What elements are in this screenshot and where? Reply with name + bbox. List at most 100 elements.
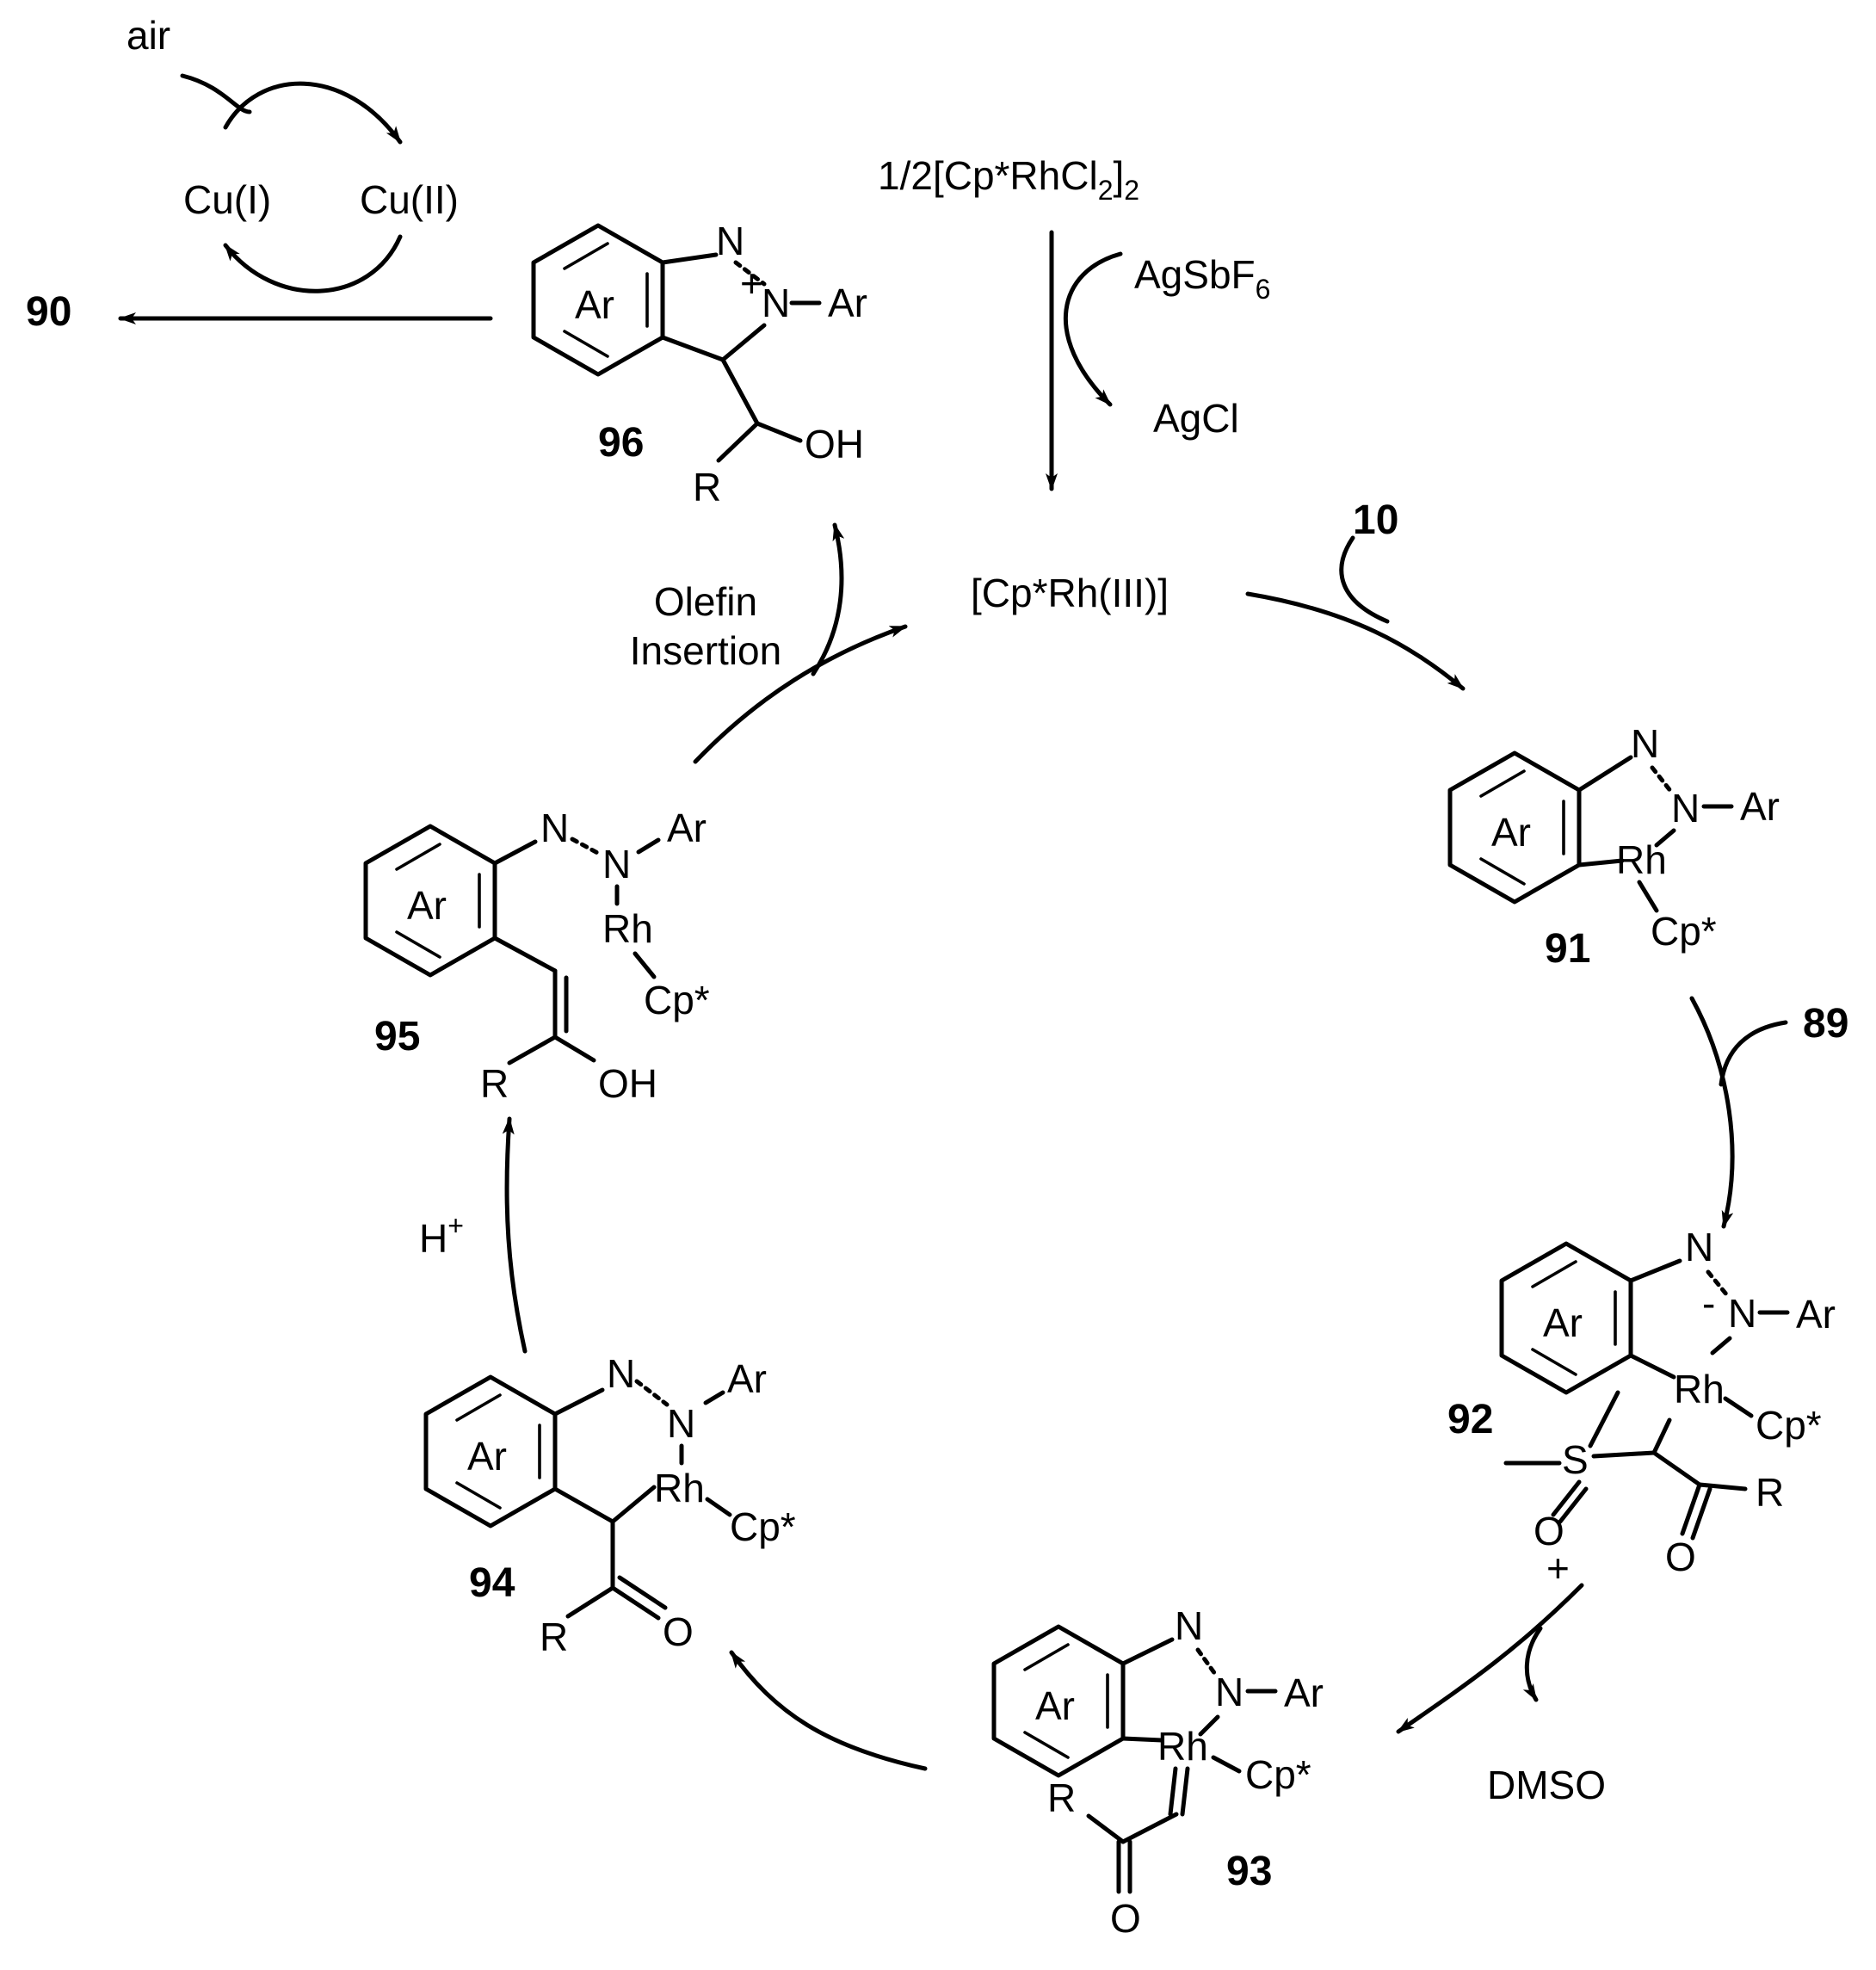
cp-ligand-94: Cp* [730,1504,796,1549]
ring-label-93: Ar [1035,1683,1075,1728]
bond-s-c [1591,1450,1657,1459]
arrow-catalyst-to-91 [1245,591,1466,691]
arrow-olefin-insertion [811,522,845,676]
cu2-label: Cu(II) [360,177,459,222]
cu-oxidation-arrow [223,81,403,145]
bond-c-rh [1120,1736,1164,1743]
aromatic-bond [395,843,441,871]
n-atom-96a: N [716,219,744,263]
r-label-96: R [693,465,721,509]
n-atom-96b: N [762,281,790,325]
n-atom-92a: N [1685,1225,1713,1269]
compound-95-label: 95 [374,1014,420,1059]
ring-label-95: Ar [407,883,447,928]
bond-c-n [1577,755,1633,793]
arrow-93-to-94 [729,1650,928,1771]
bond-n-n [1650,765,1674,794]
n-atom-91a: N [1631,721,1659,766]
compound-91-label: 91 [1545,926,1590,972]
reactant-10-label: 10 [1353,497,1398,543]
bond-co-r [565,1585,615,1619]
compound-93-label: 93 [1226,1849,1272,1894]
rh-atom-92: Rh [1674,1367,1725,1411]
ar-substituent-96: Ar [828,281,867,325]
aromatic-bond [1479,769,1526,798]
bond-n-rh [1654,828,1676,848]
ar-substituent-92: Ar [1796,1292,1836,1337]
n-atom-93b: N [1215,1670,1243,1714]
silver-exchange-arrow [1063,251,1123,407]
arrow-91-to-92 [1689,996,1735,1229]
bond-s-o [1551,1479,1582,1517]
bond-ch-rh [610,1485,657,1524]
bond-ring-ch [552,1486,615,1524]
bond-c-n [552,1387,605,1417]
arrow-94-to-95 [502,1116,528,1354]
arrow-95-to-catalyst [693,624,908,764]
cp-ligand-93: Cp* [1245,1752,1311,1797]
o-atom-sulfoxide: O [1534,1509,1564,1553]
bond-n-n [1195,1647,1218,1677]
compound-93: Ar N N Ar Rh Cp* R O 93 [991,1603,1324,1941]
bond-n-n [634,1379,670,1407]
bond-n-rh [1710,1336,1732,1356]
copper-reoxidation-cycle: air Cu(I) Cu(II) [127,13,459,293]
bond-s-o-double [1558,1486,1589,1524]
rh-atom-93: Rh [1157,1724,1208,1769]
aromatic-bond [395,930,441,959]
rh-atom-91: Rh [1616,837,1667,882]
ring-label-92: Ar [1543,1300,1583,1345]
bond-c-o [610,1585,661,1621]
active-catalyst-label: [Cp*Rh(III)] [971,571,1169,615]
air-label: air [127,13,170,58]
compound-94-label: 94 [469,1560,515,1606]
agcl-label: AgCl [1153,396,1239,441]
aromatic-bond [1479,857,1526,886]
bond-s-me-top [1588,1390,1620,1448]
arrow-reactant-89 [1719,1020,1788,1087]
bond-c-o-double [617,1575,668,1610]
cp-ligand-92: Cp* [1756,1403,1822,1448]
cu1-label: Cu(I) [183,177,271,222]
precursor-label: 1/2[Cp*RhCl2]2 [878,153,1139,206]
aromatic-bond [1023,1643,1070,1671]
n-minus-charge: - [1702,1281,1715,1325]
r-label-92: R [1756,1470,1784,1515]
compound-92-label: 92 [1447,1397,1493,1442]
bond-rh-cp [1211,1755,1242,1774]
bond-c-oh [755,421,803,443]
aromatic-bond [455,1393,502,1422]
ring-label-96: Ar [575,282,614,327]
bond-n-n [570,837,603,857]
agsbf6-label: AgSbF6 [1134,252,1270,305]
bond-n-ar [703,1390,725,1405]
bond-c-rh [1651,1417,1672,1455]
n-atom-95b: N [602,842,631,886]
n-atom-94b: N [667,1401,695,1446]
air-arrow [180,73,252,114]
o-atom-carbonyl-94: O [663,1609,694,1654]
bond-c-c [720,357,760,426]
precatalyst-activation: 1/2[Cp*RhCl2]2 AgSbF6 AgCl [878,153,1270,491]
n-atom-93a: N [1175,1603,1203,1648]
n-atom-91b: N [1671,786,1700,831]
ar-substituent-93: Ar [1284,1670,1324,1715]
bond-rh-cp [705,1497,732,1517]
bond-co-r [1086,1813,1126,1844]
r-label-94: R [540,1615,568,1659]
o-atom-carbonyl-93: O [1110,1896,1141,1941]
aromatic-bond [1023,1731,1070,1759]
bond-n-rh [1198,1714,1220,1737]
bond-rh-cp [633,951,657,979]
cu-reduction-arrow [223,234,403,293]
bond-ring-ch [492,936,558,973]
ar-substituent-95: Ar [667,806,707,850]
ar-substituent-91: Ar [1740,784,1780,829]
arrow-92-to-93 [1396,1583,1584,1734]
reactant-89-label: 89 [1803,1001,1848,1047]
o-atom-carbonyl-92: O [1665,1535,1696,1579]
cp-ligand-95: Cp* [644,978,710,1022]
proton-label: H+ [419,1210,464,1261]
cp-ligand-91: Cp* [1651,909,1717,954]
